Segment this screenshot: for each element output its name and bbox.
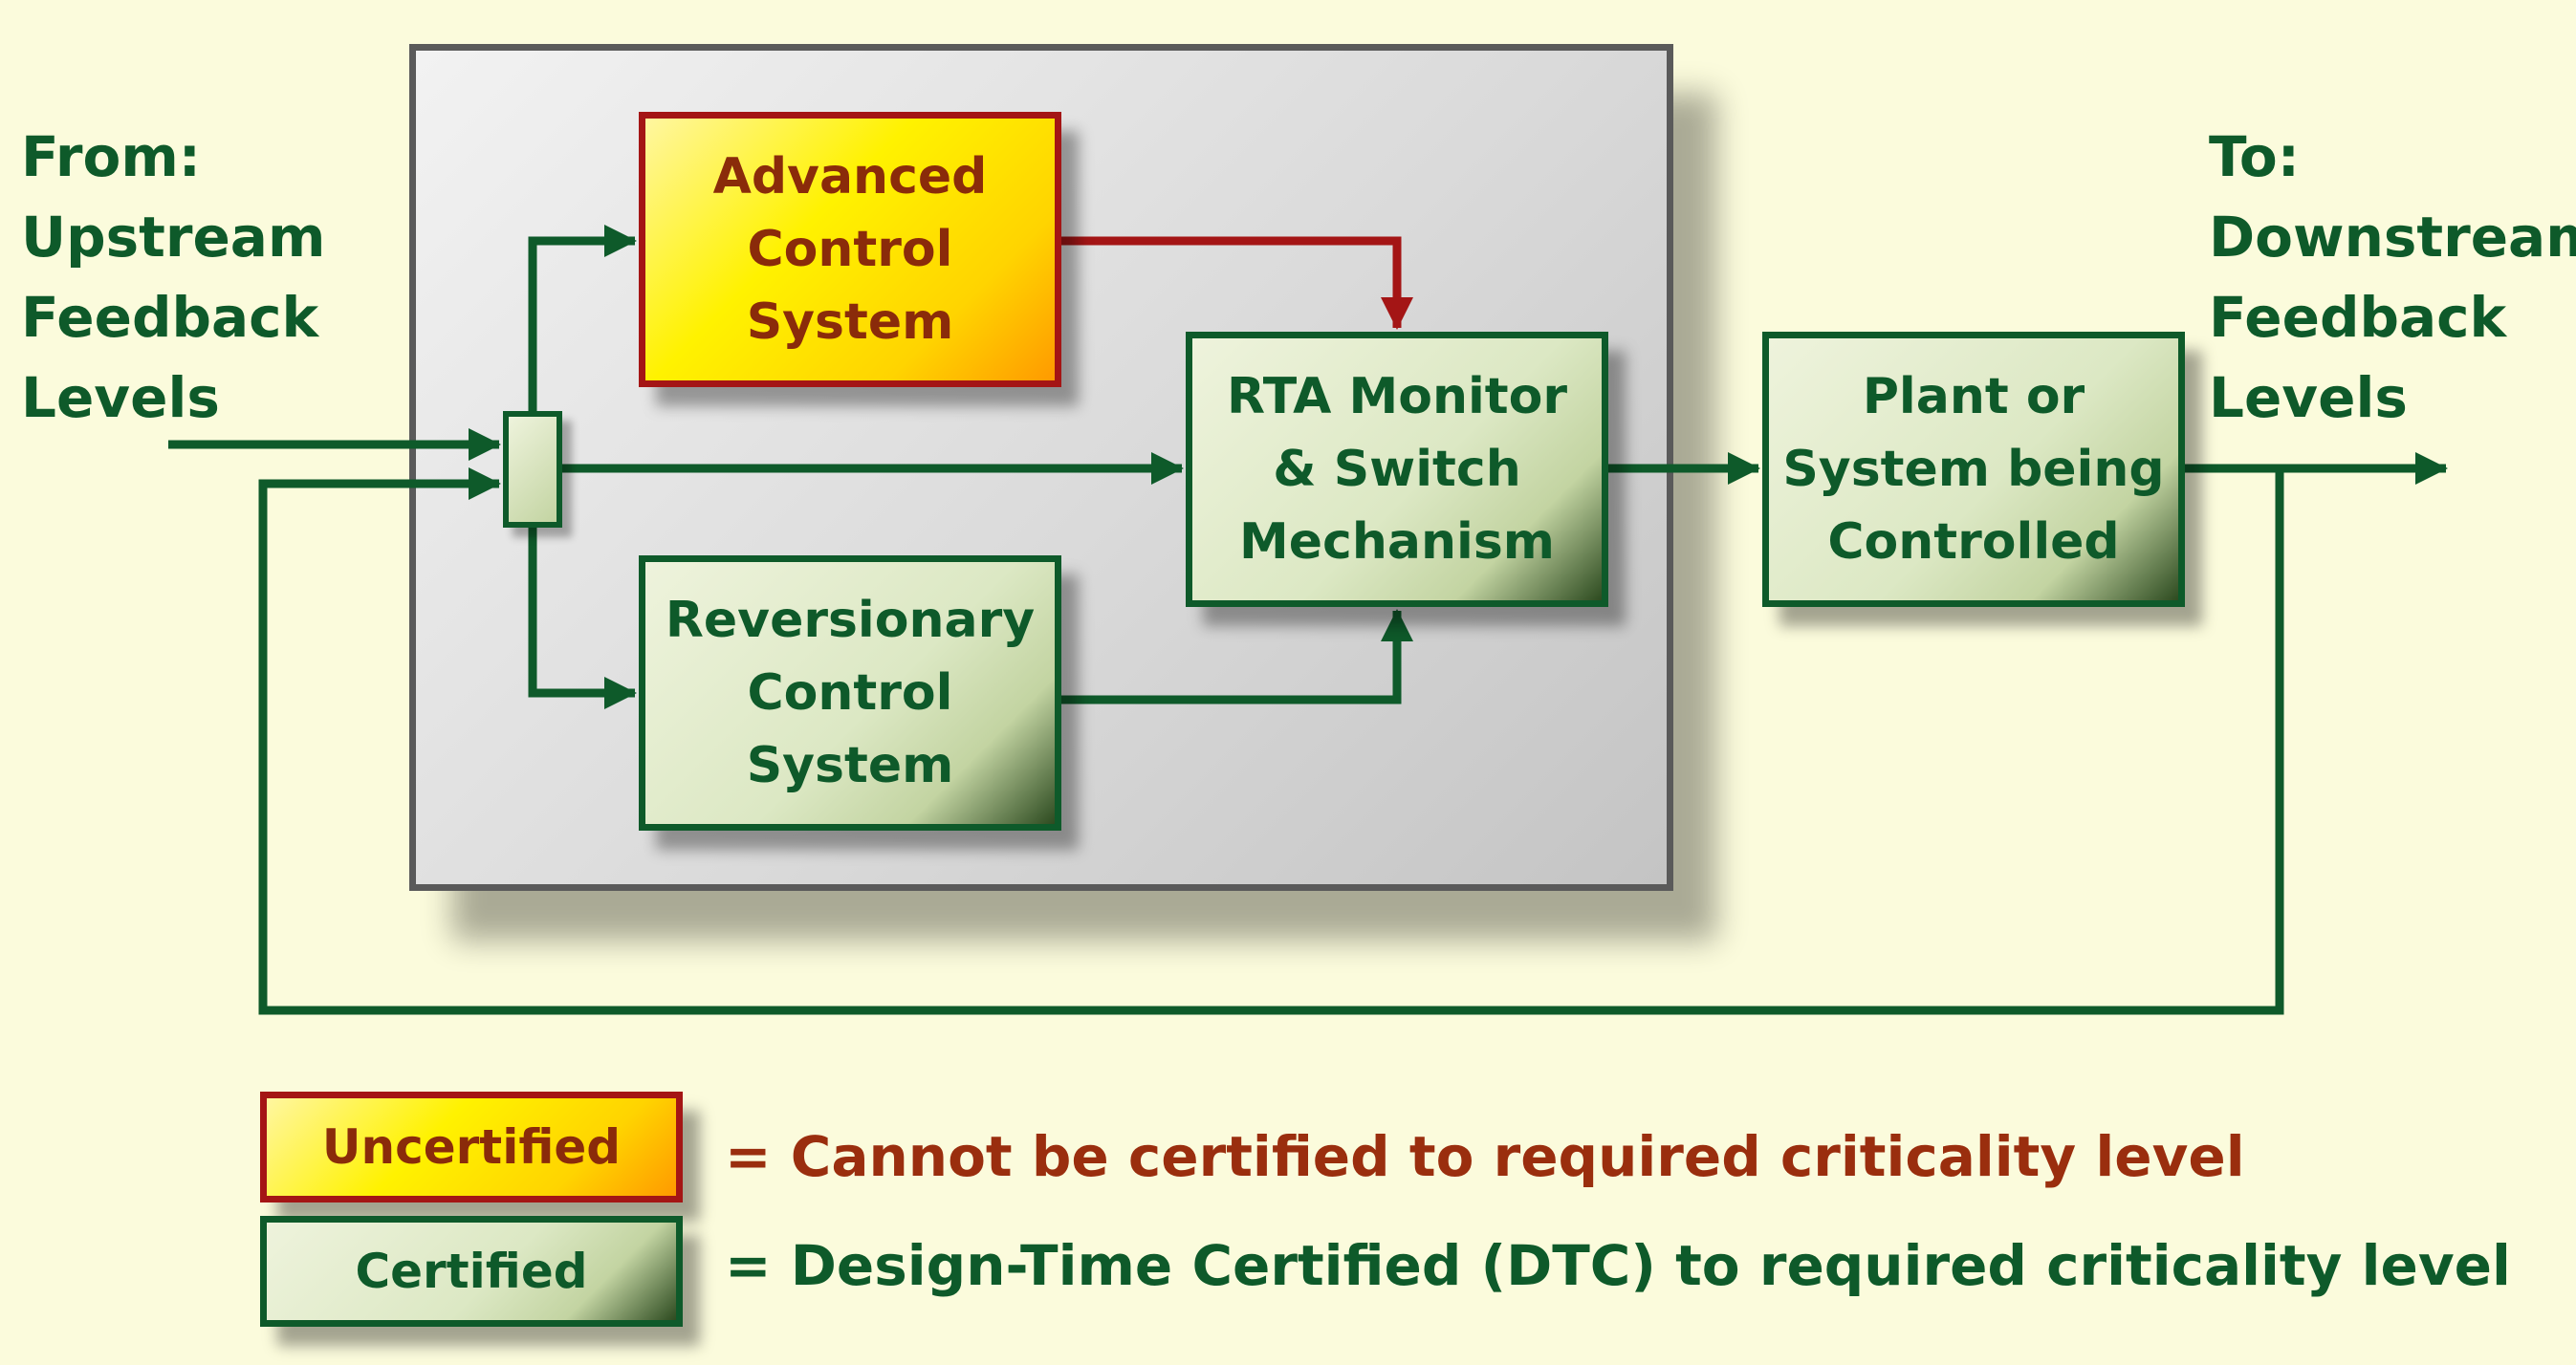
split-to-advanced-arrow	[528, 225, 637, 411]
block-label-line: Control	[747, 664, 953, 722]
legend-uncertified-description: = Cannot be certified to required critic…	[725, 1124, 2245, 1189]
output-label: To: Downstream Feedback Levels	[2209, 117, 2576, 438]
input-label-line: Levels	[21, 365, 220, 430]
output-label-line: To:	[2209, 124, 2300, 189]
reversionary-control-system-block: Reversionary Control System	[639, 555, 1061, 831]
input-label: From: Upstream Feedback Levels	[21, 117, 325, 438]
output-label-line: Downstream	[2209, 205, 2576, 270]
split-to-reversionary-arrow	[528, 528, 637, 709]
block-label-line: Mechanism	[1239, 513, 1555, 571]
output-label-line: Levels	[2209, 365, 2408, 430]
block-label-line: System	[746, 293, 954, 351]
block-label-line: Controlled	[1827, 513, 2120, 571]
input-label-line: Feedback	[21, 285, 319, 350]
block-label-line: Control	[747, 221, 953, 278]
signal-split-node	[503, 411, 562, 528]
advanced-control-system-block: Advanced Control System	[639, 112, 1061, 387]
reversionary-to-rta-arrow	[1061, 609, 1413, 704]
input-label-line: Upstream	[21, 205, 326, 270]
block-label-line: RTA Monitor	[1226, 368, 1568, 425]
block-label-line: Reversionary	[665, 592, 1036, 649]
output-label-line: Feedback	[2209, 285, 2507, 350]
legend-uncertified-swatch: Uncertified	[260, 1092, 683, 1202]
block-label-line: Plant or	[1862, 368, 2085, 425]
feedback-loop-arrow	[258, 467, 2284, 1015]
input-label-line: From:	[21, 124, 201, 189]
plant-block: Plant or System being Controlled	[1762, 332, 2185, 607]
rta-monitor-switch-block: RTA Monitor & Switch Mechanism	[1186, 332, 1608, 607]
legend-uncertified-label: Uncertified	[321, 1119, 622, 1175]
legend-certified-label: Certified	[355, 1244, 588, 1299]
block-label-line: System	[746, 737, 954, 794]
block-label-line: & Switch	[1273, 441, 1521, 498]
block-label-line: Advanced	[712, 148, 988, 206]
legend-certified-swatch: Certified	[260, 1216, 683, 1327]
legend-certified-description: = Design-Time Certified (DTC) to require…	[725, 1233, 2511, 1298]
block-label-line: System being	[1782, 441, 2165, 498]
advanced-to-rta-arrow	[1061, 236, 1413, 330]
